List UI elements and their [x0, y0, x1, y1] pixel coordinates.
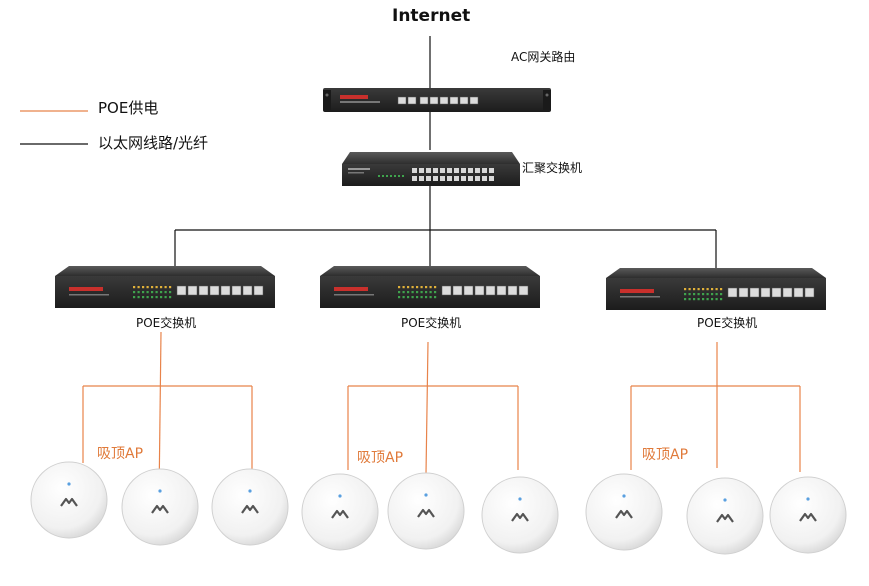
- poe-switch-1-device: [55, 266, 275, 308]
- poe-switch-3-device: [606, 268, 826, 310]
- ceiling-ap-1: [30, 461, 108, 539]
- legend-poe-power-label: POE供电: [98, 99, 159, 117]
- aggregation-switch-label: 汇聚交换机: [522, 161, 583, 175]
- ac-router-device: [323, 88, 551, 112]
- ceiling-ap-4: [301, 473, 379, 551]
- ceiling-ap-9: [769, 476, 847, 554]
- ceiling-ap-6: [481, 476, 559, 554]
- aggregation-switch-device: [342, 152, 520, 186]
- ceiling-ap-8: [686, 477, 764, 555]
- ceiling-ap-devices: [30, 461, 847, 555]
- ceiling-ap-7: [585, 473, 663, 551]
- poe-switch-2-device: [320, 266, 540, 308]
- ac-router-label: AC网关路由: [511, 50, 576, 64]
- ceiling-ap-group-3-label: 吸顶AP: [642, 447, 689, 463]
- ceiling-ap-3: [211, 468, 289, 546]
- legend-ethernet-fiber-label: 以太网线路/光纤: [98, 134, 209, 152]
- poe-switch-2-label: POE交换机: [401, 316, 462, 330]
- poe-switch-3-label: POE交换机: [697, 316, 758, 330]
- ceiling-ap-5: [387, 472, 465, 550]
- ceiling-ap-group-1-label: 吸顶AP: [97, 446, 144, 462]
- ceiling-ap-2: [121, 468, 199, 546]
- internet-label: Internet: [392, 6, 471, 26]
- ceiling-ap-group-2-label: 吸顶AP: [357, 450, 404, 466]
- poe-switch-1-label: POE交换机: [136, 316, 197, 330]
- poe-links: [82, 331, 801, 501]
- ethernet-links: [174, 36, 717, 270]
